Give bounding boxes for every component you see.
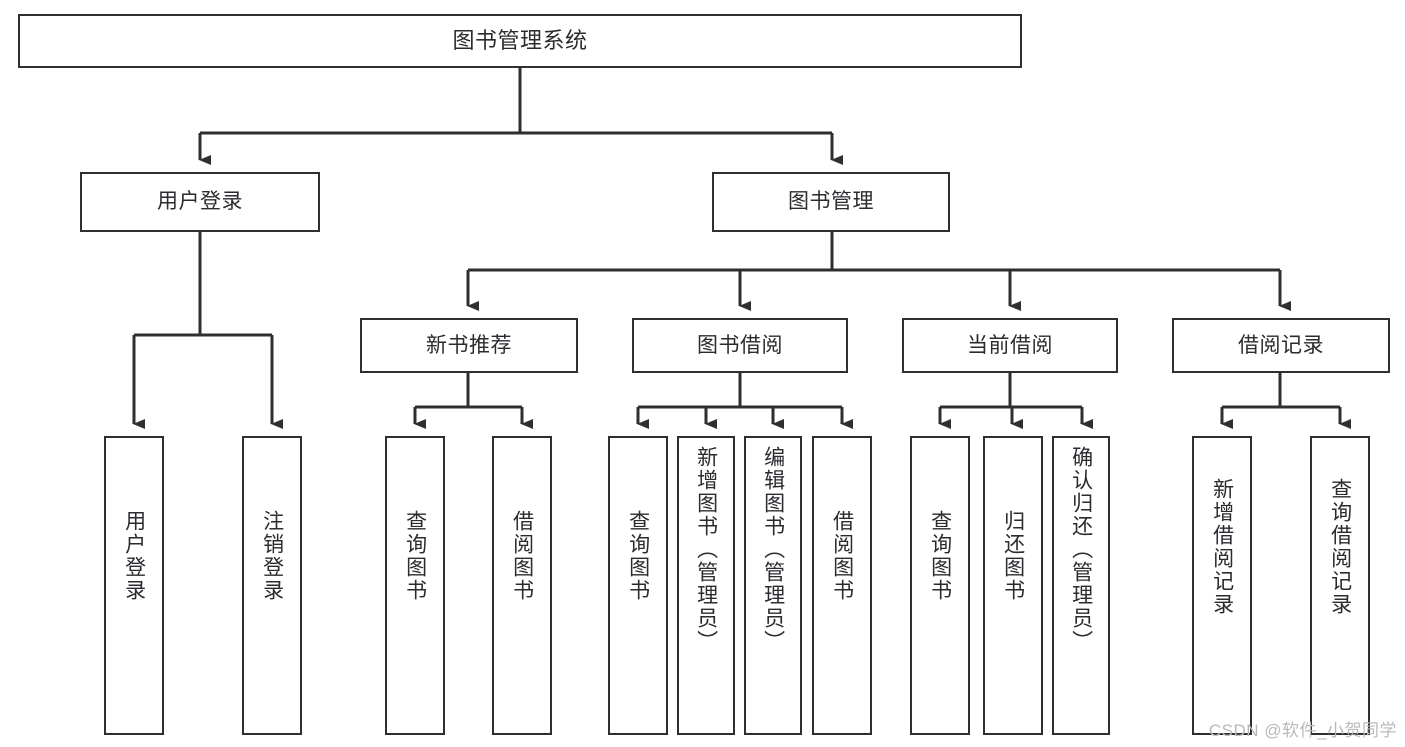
node-current-borrow[interactable]: 当前借阅 bbox=[902, 318, 1118, 373]
node-label: 新增图书（管理员） bbox=[694, 446, 718, 653]
node-label: 编辑图书（管理员） bbox=[761, 446, 785, 653]
node-book-management-system[interactable]: 图书管理系统 bbox=[18, 14, 1022, 68]
leaf-user-login-login[interactable]: 用户登录 bbox=[104, 436, 164, 735]
node-label: 新书推荐 bbox=[426, 333, 512, 357]
node-user-login[interactable]: 用户登录 bbox=[80, 172, 320, 232]
leaf-current-borrow-confirm-return-admin[interactable]: 确认归还（管理员） bbox=[1052, 436, 1110, 735]
node-label: 注销登录 bbox=[260, 510, 284, 602]
node-label: 查询图书 bbox=[403, 510, 427, 602]
leaf-book-borrow-edit-book-admin[interactable]: 编辑图书（管理员） bbox=[744, 436, 802, 735]
node-label: 借阅记录 bbox=[1238, 333, 1324, 357]
leaf-new-book-borrow-book[interactable]: 借阅图书 bbox=[492, 436, 552, 735]
leaf-borrow-record-query-record[interactable]: 查询借阅记录 bbox=[1310, 436, 1370, 735]
node-label: 用户登录 bbox=[122, 510, 146, 602]
node-label: 新增借阅记录 bbox=[1210, 478, 1234, 616]
leaf-current-borrow-query-book[interactable]: 查询图书 bbox=[910, 436, 970, 735]
leaf-book-borrow-borrow-book[interactable]: 借阅图书 bbox=[812, 436, 872, 735]
leaf-book-borrow-query-book[interactable]: 查询图书 bbox=[608, 436, 668, 735]
node-label: 查询图书 bbox=[928, 510, 952, 602]
leaf-current-borrow-return-book[interactable]: 归还图书 bbox=[983, 436, 1043, 735]
node-label: 借阅图书 bbox=[830, 510, 854, 602]
node-label: 借阅图书 bbox=[510, 510, 534, 602]
node-label: 当前借阅 bbox=[967, 333, 1053, 357]
node-book-management[interactable]: 图书管理 bbox=[712, 172, 950, 232]
node-label: 确认归还（管理员） bbox=[1069, 446, 1093, 653]
node-label: 图书借阅 bbox=[697, 333, 783, 357]
node-label: 归还图书 bbox=[1001, 510, 1025, 602]
node-new-book-recommend[interactable]: 新书推荐 bbox=[360, 318, 578, 373]
node-book-borrow[interactable]: 图书借阅 bbox=[632, 318, 848, 373]
node-borrow-record[interactable]: 借阅记录 bbox=[1172, 318, 1390, 373]
node-label: 图书管理系统 bbox=[452, 27, 588, 53]
node-label: 图书管理 bbox=[788, 190, 874, 214]
node-label: 查询借阅记录 bbox=[1328, 478, 1352, 616]
csdn-watermark: CSDN @软件_小贺同学 bbox=[1208, 721, 1397, 740]
node-label: 查询图书 bbox=[626, 510, 650, 602]
leaf-borrow-record-add-record[interactable]: 新增借阅记录 bbox=[1192, 436, 1252, 735]
leaf-new-book-query-book[interactable]: 查询图书 bbox=[385, 436, 445, 735]
node-label: 用户登录 bbox=[157, 190, 243, 214]
leaf-user-login-logout[interactable]: 注销登录 bbox=[242, 436, 302, 735]
leaf-book-borrow-add-book-admin[interactable]: 新增图书（管理员） bbox=[677, 436, 735, 735]
